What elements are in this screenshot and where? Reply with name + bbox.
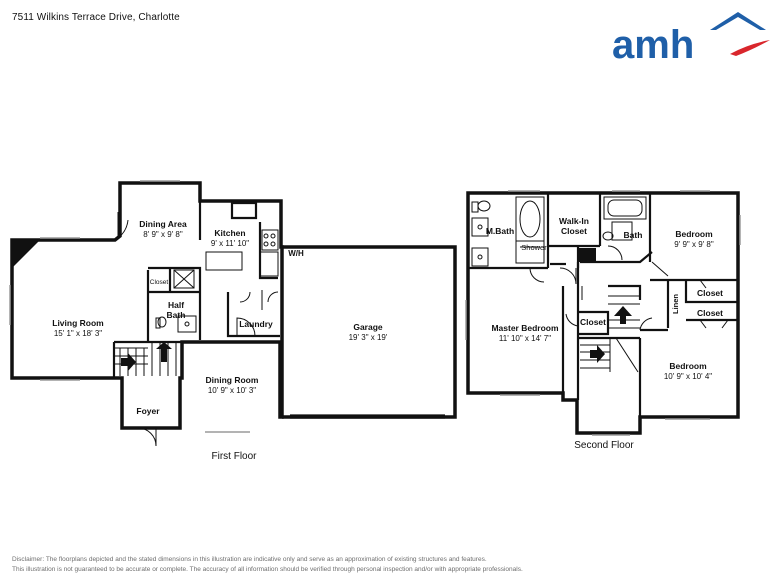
disclaimer-line-1: Disclaimer: The floorplans depicted and … xyxy=(12,556,487,563)
first-floor-stairs xyxy=(114,342,177,376)
master-bedroom-name: Master Bedroom xyxy=(491,323,559,333)
shower-label: Shower xyxy=(521,243,547,252)
walkin-line1: Walk-In xyxy=(559,216,589,226)
disclaimer-line-2: This illustration is not guaranteed to b… xyxy=(12,566,523,573)
closet-label: Closet xyxy=(150,279,169,286)
second-floor-interior-walls xyxy=(468,193,738,417)
fireplace-icon xyxy=(12,240,40,268)
closet-b-label: Closet xyxy=(697,308,723,318)
laundry-label: Laundry xyxy=(239,319,273,329)
logo-swoosh xyxy=(730,40,770,56)
bedroom1-name: Bedroom xyxy=(675,229,713,239)
first-floor-label: First Floor xyxy=(212,451,258,462)
chase-block xyxy=(578,248,596,262)
bedroom2-name: Bedroom xyxy=(669,361,707,371)
bedroom2-dims: 10' 9" x 10' 4" xyxy=(664,372,712,381)
master-bedroom-dims: 11' 10" x 14' 7" xyxy=(499,334,551,343)
mbath-label: M.Bath xyxy=(486,226,514,236)
property-address: 7511 Wilkins Terrace Drive, Charlotte xyxy=(12,12,180,23)
bath-label: Bath xyxy=(624,230,643,240)
wh-label: W/H xyxy=(288,249,304,258)
first-floor-windows xyxy=(9,180,250,433)
stair-up-arrow-icon xyxy=(121,342,172,371)
house-roof-icon xyxy=(710,12,766,30)
living-room-dims: 15' 1" x 18' 3" xyxy=(54,329,102,338)
foyer-label: Foyer xyxy=(136,406,160,416)
half-bath-line1: Half xyxy=(168,300,184,310)
logo-wordmark: amh xyxy=(612,23,694,62)
second-floor-label: Second Floor xyxy=(574,440,634,451)
dining-area-dims: 8' 9" x 9' 8" xyxy=(143,230,183,239)
garage-name: Garage xyxy=(353,322,383,332)
second-floor-fixtures xyxy=(471,196,647,267)
closet-a-label: Closet xyxy=(697,288,723,298)
second-floor-doors xyxy=(529,245,729,331)
amh-logo: amh xyxy=(612,12,770,62)
walkin-line2: Closet xyxy=(561,226,587,236)
dining-room-dims: 10' 9" x 10' 3" xyxy=(208,386,256,395)
second-floor-stairs xyxy=(580,295,640,373)
garage-walls xyxy=(282,245,457,419)
closet-c-label: Closet xyxy=(580,317,606,327)
garage-dims: 19' 3" x 19' xyxy=(349,333,388,342)
linen-label: Linen xyxy=(671,294,680,314)
kitchen-dims: 9' x 11' 10" xyxy=(211,239,249,248)
half-bath-line2: Bath xyxy=(167,310,186,320)
dining-room-name: Dining Room xyxy=(206,375,259,385)
living-room-name: Living Room xyxy=(52,318,104,328)
stair-up-arrow-icon-2 xyxy=(590,306,632,363)
bedroom1-dims: 9' 9" x 9' 8" xyxy=(674,240,714,249)
first-floor-fixtures xyxy=(155,229,279,333)
first-floor-doors xyxy=(117,212,279,447)
second-floor-walls xyxy=(466,191,740,435)
dining-area-name: Dining Area xyxy=(139,219,187,229)
second-floor-windows xyxy=(465,190,741,436)
kitchen-name: Kitchen xyxy=(214,228,245,238)
